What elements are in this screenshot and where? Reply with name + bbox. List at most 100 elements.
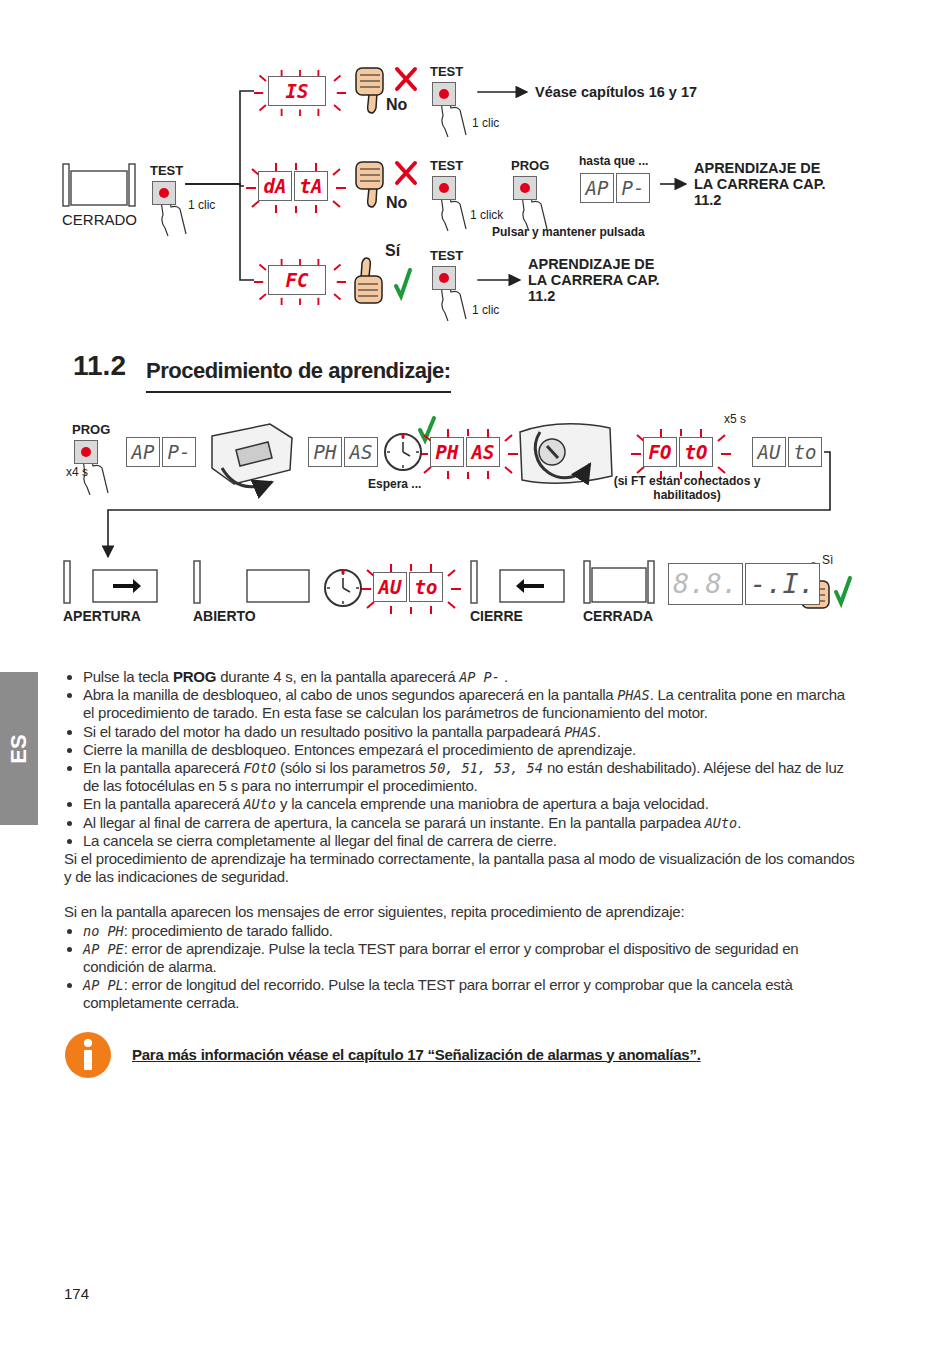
gate-label: CERRADO xyxy=(62,211,137,228)
display-node: FOtO xyxy=(643,437,713,467)
display-code: PHAS xyxy=(617,687,650,703)
button-node: TEST xyxy=(430,248,463,290)
diagram-label: No xyxy=(386,96,407,114)
push-button xyxy=(513,176,537,200)
button-label: PROG xyxy=(72,422,110,437)
diagram-label: (si FT están conectados y habilitados) xyxy=(612,474,762,502)
gate-stroke xyxy=(64,561,70,603)
drawing-part xyxy=(520,424,612,483)
gate-node: CERRADA xyxy=(583,560,655,624)
button-dot xyxy=(520,183,530,193)
display-node: dAtA xyxy=(258,171,328,201)
body-text: La cancela se cierra completamente al ll… xyxy=(83,832,557,849)
display-code: 50, 51, 53, 54 xyxy=(429,760,543,776)
body-text: : error de longitud del recorrido. Pulse… xyxy=(83,976,793,1011)
drawing-part xyxy=(222,468,272,487)
drawing-part xyxy=(397,163,415,183)
info-note: Para más información véase el capítulo 1… xyxy=(64,1031,856,1079)
gate-label: APERTURA xyxy=(63,608,141,624)
drawing-part xyxy=(535,432,590,478)
drawing-part xyxy=(355,258,382,303)
body-text: durante 4 s, en la pantalla aparecerá xyxy=(220,668,455,685)
gate-drawing xyxy=(63,560,159,604)
body-text: . xyxy=(597,723,601,740)
language-tab: ES xyxy=(0,672,38,825)
gate-stroke xyxy=(500,570,564,602)
drawing-part xyxy=(65,1032,111,1078)
diagram-label: 1 clic xyxy=(472,116,499,130)
drawing-part xyxy=(836,578,850,603)
info-icon xyxy=(64,1031,112,1079)
diagram-label: Espera ... xyxy=(368,477,421,491)
display-code: AP PL xyxy=(83,977,124,993)
display-node: AUto xyxy=(752,437,822,467)
drawing-part xyxy=(418,429,518,479)
button-dot xyxy=(439,273,449,283)
gate-stroke xyxy=(63,164,69,206)
diagram-label: 1 click xyxy=(470,208,503,222)
text-node: APRENDIZAJE DE LA CARRERA CAP. 11.2 xyxy=(528,256,666,304)
gate-drawing xyxy=(62,163,136,207)
button-dot xyxy=(439,89,449,99)
body-text: : error de aprendizaje. Pulse la tecla T… xyxy=(83,940,798,975)
cross-marks xyxy=(397,69,415,183)
bullet-item: Al llegar al final de carrera de apertur… xyxy=(83,814,856,832)
button-label: TEST xyxy=(430,248,463,263)
bullet-item: Abra la manilla de desbloqueo, al cabo d… xyxy=(83,686,856,722)
body-text: En la pantalla aparecerá xyxy=(83,795,240,812)
display-code: AP PE xyxy=(83,941,124,957)
drawing-part xyxy=(236,442,272,466)
button-dot xyxy=(81,447,91,457)
body-text: Si en la pantalla aparecen los mensajes … xyxy=(64,903,684,920)
display-digits: AS xyxy=(466,437,500,467)
paragraph: Si en la pantalla aparecen los mensajes … xyxy=(64,903,856,921)
button-dot xyxy=(159,188,169,198)
display-digits: PH xyxy=(430,437,464,467)
display-code: AUto xyxy=(705,815,738,831)
drawing-part xyxy=(212,424,292,484)
gate-stroke xyxy=(584,561,590,603)
button-label: TEST xyxy=(430,64,463,79)
display-digits: tA xyxy=(294,171,328,201)
gate-drawing xyxy=(470,560,566,604)
step-text: APRENDIZAJE DE LA CARRERA CAP. 11.2 xyxy=(528,256,666,304)
display-digits: to xyxy=(788,437,822,467)
drawing-part xyxy=(356,162,383,207)
drawing-part xyxy=(385,434,421,470)
body-text: Cierre la manilla de desbloqueo. Entonce… xyxy=(83,741,636,758)
push-button xyxy=(432,266,456,290)
gate-stroke xyxy=(471,561,477,603)
bullet-list: no PH: procedimiento de tarado fallido.A… xyxy=(64,922,856,1013)
drawing-part xyxy=(361,564,461,614)
gate-stroke xyxy=(194,561,200,603)
drawing-part xyxy=(254,70,346,116)
gate-node: APERTURA xyxy=(63,560,159,624)
display-digits: 8.8. xyxy=(668,563,743,605)
bullet-item: AP PL: error de longitud del recorrido. … xyxy=(83,976,856,1012)
display-digits: AU xyxy=(752,437,786,467)
diagram-label: Sí xyxy=(385,242,400,260)
diagram-label: Sì xyxy=(822,553,833,567)
display-digits: dA xyxy=(258,171,292,201)
display-code: PHAS xyxy=(564,724,597,740)
gate-stroke xyxy=(648,561,654,603)
drawing-part xyxy=(254,259,346,305)
bullet-item: Pulse la teclaPROGdurante 4 s, en la pan… xyxy=(83,668,856,686)
push-button xyxy=(432,176,456,200)
diagram-label: 11.2 xyxy=(73,350,126,382)
gate-label: CERRADA xyxy=(583,608,653,624)
push-button xyxy=(152,181,176,205)
body-text: y la cancela emprende una maniobra de ap… xyxy=(280,795,708,812)
drawing-part xyxy=(356,68,383,113)
bullet-item: no PH: procedimiento de tarado fallido. xyxy=(83,922,856,940)
display-digits: tO xyxy=(679,437,713,467)
body-text: Pulse la teclaPROGdurante 4 s, en la pan… xyxy=(64,668,856,1079)
display-digits: AP xyxy=(580,173,614,203)
connector xyxy=(185,184,254,280)
gate-node: CERRADO xyxy=(62,163,137,228)
gate-node: CIERRE xyxy=(470,560,566,624)
bullet-list: Pulse la teclaPROGdurante 4 s, en la pan… xyxy=(64,668,856,850)
display-node: 8.8.-.I. xyxy=(668,563,820,605)
step-text: Véase capítulos 16 y 17 xyxy=(535,84,697,100)
gate-stroke xyxy=(592,568,646,602)
